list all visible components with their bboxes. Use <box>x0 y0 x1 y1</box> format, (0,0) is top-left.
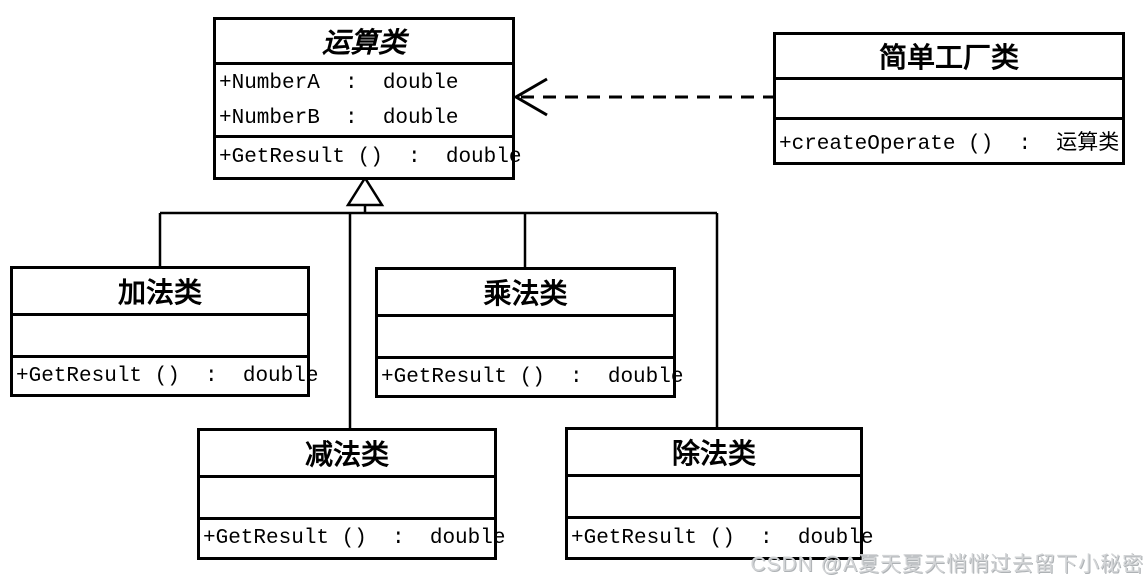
methods-compartment-multiplication: +GetResult () : double <box>378 359 683 395</box>
class-title-operation: 运算类 <box>216 20 512 65</box>
methods-compartment-factory: +createOperate () : 运算类 <box>776 120 1122 162</box>
class-title-division: 除法类 <box>568 430 860 477</box>
method-getresult-subtraction: +GetResult () : double <box>203 527 506 550</box>
class-title-multiplication: 乘法类 <box>378 270 673 317</box>
class-title-factory: 简单工厂类 <box>776 35 1122 80</box>
class-title-subtraction: 减法类 <box>200 431 494 478</box>
class-box-factory: 简单工厂类 +createOperate () : 运算类 <box>773 32 1125 165</box>
class-box-operation: 运算类 +NumberA : double +NumberB : double … <box>213 17 521 180</box>
method-createoperate: +createOperate () : 运算类 <box>779 133 1120 156</box>
class-title-addition: 加法类 <box>13 269 307 316</box>
methods-compartment-subtraction: +GetResult () : double <box>200 520 505 557</box>
attributes-compartment-operation: +NumberA : double +NumberB : double <box>216 65 512 138</box>
inheritance-triangle-icon <box>345 175 385 207</box>
method-getresult-multiplication: +GetResult () : double <box>381 365 684 389</box>
method-getresult-operation: +GetResult () : double <box>219 146 522 169</box>
methods-compartment-division: +GetResult () : double <box>568 519 873 557</box>
attributes-compartment-division <box>568 477 860 519</box>
attributes-compartment-subtraction <box>200 478 494 520</box>
methods-compartment-addition: +GetResult () : double <box>13 358 318 394</box>
attributes-compartment-addition <box>13 316 307 358</box>
class-box-subtraction: 减法类 +GetResult () : double <box>197 428 505 560</box>
attributes-compartment-factory <box>776 80 1122 120</box>
attribute-numbera: +NumberA : double <box>219 72 459 95</box>
class-box-addition: 加法类 +GetResult () : double <box>10 266 318 397</box>
class-box-multiplication: 乘法类 +GetResult () : double <box>375 267 683 398</box>
method-getresult-division: +GetResult () : double <box>571 526 874 550</box>
dependency-arrowhead-icon <box>513 77 548 117</box>
method-getresult-addition: +GetResult () : double <box>16 364 319 388</box>
attribute-numberb: +NumberB : double <box>219 107 459 130</box>
attributes-compartment-multiplication <box>378 317 673 359</box>
class-box-division: 除法类 +GetResult () : double <box>565 427 873 560</box>
csdn-watermark: CSDN @A夏天夏天悄悄过去留下小秘密 <box>750 553 1144 576</box>
methods-compartment-operation: +GetResult () : double <box>216 138 521 177</box>
